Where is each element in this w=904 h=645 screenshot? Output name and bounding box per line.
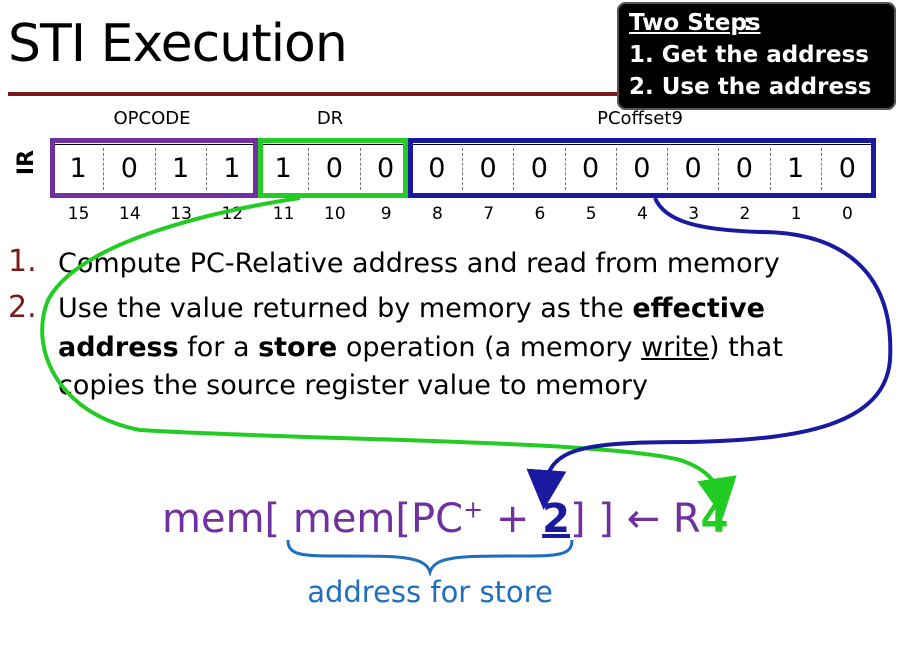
- bit-number: 12: [221, 204, 244, 224]
- bit-number: 1: [790, 204, 802, 224]
- bit-cell: 1: [53, 148, 105, 190]
- list-number-2: 2.: [8, 290, 37, 325]
- pcoffset-label: PCoffset9: [597, 108, 683, 129]
- bit-number: 3: [688, 204, 700, 224]
- page-title: STI Execution: [8, 14, 348, 74]
- bit-number: 15: [67, 204, 90, 224]
- dr-label: DR: [316, 108, 344, 129]
- bit-number: 6: [534, 204, 546, 224]
- dr-field-outline: [258, 138, 408, 198]
- bit-cell: 0: [668, 148, 720, 190]
- bit-number: 5: [585, 204, 597, 224]
- bit-number: 8: [431, 204, 443, 224]
- opcode-label: OPCODE: [113, 108, 191, 129]
- bit-cell: 0: [617, 148, 668, 190]
- opcode-field-outline: [50, 138, 258, 198]
- source-register-number: 4: [700, 496, 729, 542]
- ir-label: IR: [14, 149, 40, 176]
- address-brace: [286, 539, 574, 578]
- list-item-2-line-3: copies the source register value to memo…: [58, 370, 648, 401]
- bit-number: 14: [119, 204, 141, 224]
- list-item-2-line-1: Use the value returned by memory as the …: [58, 293, 765, 324]
- bit-cell: 1: [258, 148, 310, 190]
- offset-value: 2: [542, 496, 570, 542]
- list-number-1: 1.: [8, 244, 37, 279]
- bit-cell: 0: [412, 148, 463, 190]
- steps-heading-colon: :: [743, 10, 753, 36]
- bit-cell: 0: [309, 148, 361, 190]
- bit-cell: 1: [156, 148, 207, 190]
- bit-number: 13: [170, 204, 192, 224]
- address-for-store-label: address for store: [307, 575, 553, 609]
- bit-cell: 0: [514, 148, 566, 190]
- pcoffset-field-outline: [408, 138, 876, 198]
- bit-number: 9: [380, 204, 392, 224]
- bit-cell: 0: [104, 148, 156, 190]
- bit-cell: 0: [463, 148, 515, 190]
- step-1: 1. Get the address: [629, 42, 869, 68]
- bit-cell: 1: [771, 148, 822, 190]
- sti-formula: mem[ mem[PC+ + 2] ] ← R4: [162, 495, 729, 542]
- step-2: 2. Use the address: [629, 74, 872, 100]
- bit-cell: 0: [566, 148, 617, 190]
- bit-number: 0: [841, 204, 853, 224]
- list-item-1: Compute PC-Relative address and read fro…: [58, 248, 780, 279]
- bit-number: 7: [483, 204, 495, 224]
- two-steps-callout: Two Steps : 1. Get the address 2. Use th…: [617, 2, 896, 110]
- bit-number: 2: [739, 204, 751, 224]
- title-underline: [8, 92, 623, 96]
- bit-cell: 0: [838, 153, 856, 184]
- steps-heading: Two Steps: [629, 10, 761, 36]
- bit-number: 11: [272, 204, 295, 224]
- bit-number: 4: [636, 204, 648, 224]
- list-item-2-line-2: address for a store operation (a memory …: [58, 332, 783, 363]
- bit-number: 10: [324, 204, 346, 224]
- bit-cell: 0: [719, 148, 771, 190]
